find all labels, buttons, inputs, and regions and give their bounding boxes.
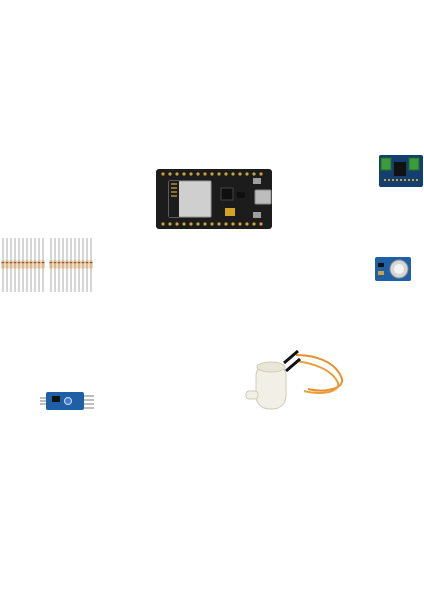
nodemcu-esp8266-board bbox=[155, 168, 273, 230]
soil-sensor-module bbox=[40, 390, 96, 412]
motor-driver-module bbox=[378, 154, 424, 188]
resistor-strip bbox=[0, 238, 96, 292]
gas-sensor-module bbox=[374, 256, 412, 282]
mini-water-pump bbox=[244, 345, 348, 415]
